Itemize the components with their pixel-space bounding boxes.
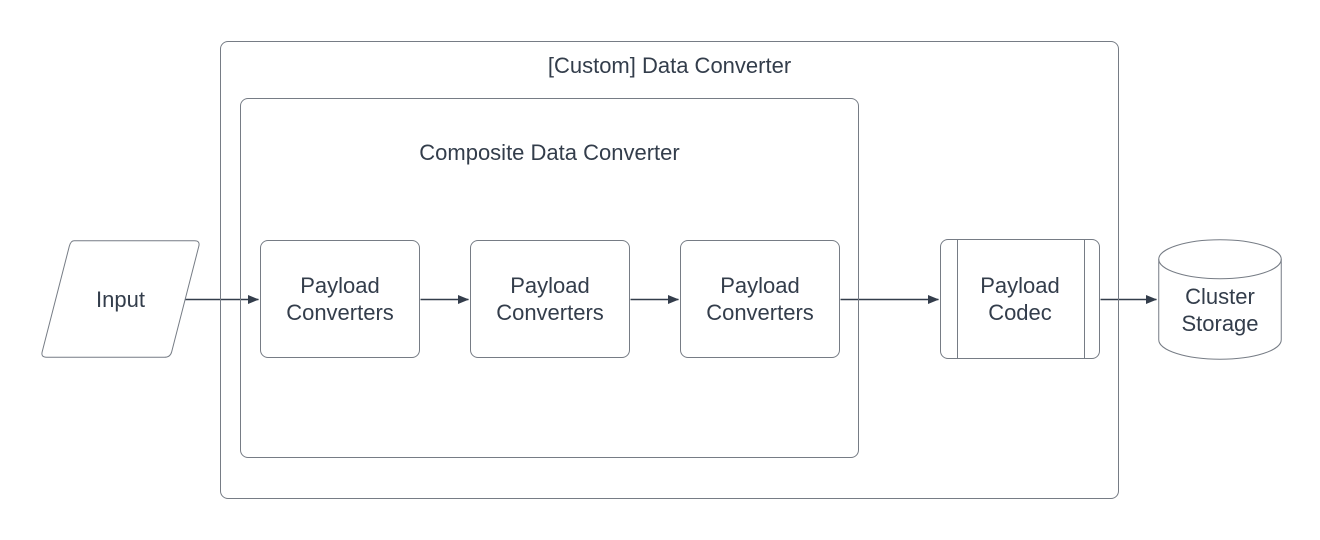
payload-converters-label-2: Payload Converters — [496, 273, 604, 325]
cluster-storage-node: Cluster Storage — [1158, 239, 1282, 360]
input-label: Input — [96, 287, 145, 312]
payload-converters-box-1: Payload Converters — [260, 240, 420, 358]
codec-left-side-line — [957, 240, 958, 358]
composite-data-converter-title: Composite Data Converter — [419, 140, 680, 165]
input-node: Input — [40, 240, 201, 359]
payload-converters-box-3: Payload Converters — [680, 240, 840, 358]
codec-right-side-line — [1084, 240, 1085, 358]
cylinder-shape — [1158, 239, 1282, 360]
payload-converters-label-1: Payload Converters — [286, 273, 394, 325]
payload-codec-box: Payload Codec — [940, 239, 1100, 359]
parallelogram-shape — [41, 240, 200, 358]
cluster-storage-label: Cluster Storage — [1181, 283, 1259, 336]
payload-converters-label-3: Payload Converters — [706, 273, 814, 325]
composite-data-converter-group: Composite Data Converter — [240, 98, 859, 458]
custom-data-converter-title: [Custom] Data Converter — [547, 53, 792, 78]
payload-codec-label: Payload Codec — [980, 273, 1060, 325]
custom-data-converter-group: [Custom] Data Converter — [220, 41, 1119, 499]
payload-converters-box-2: Payload Converters — [470, 240, 630, 358]
